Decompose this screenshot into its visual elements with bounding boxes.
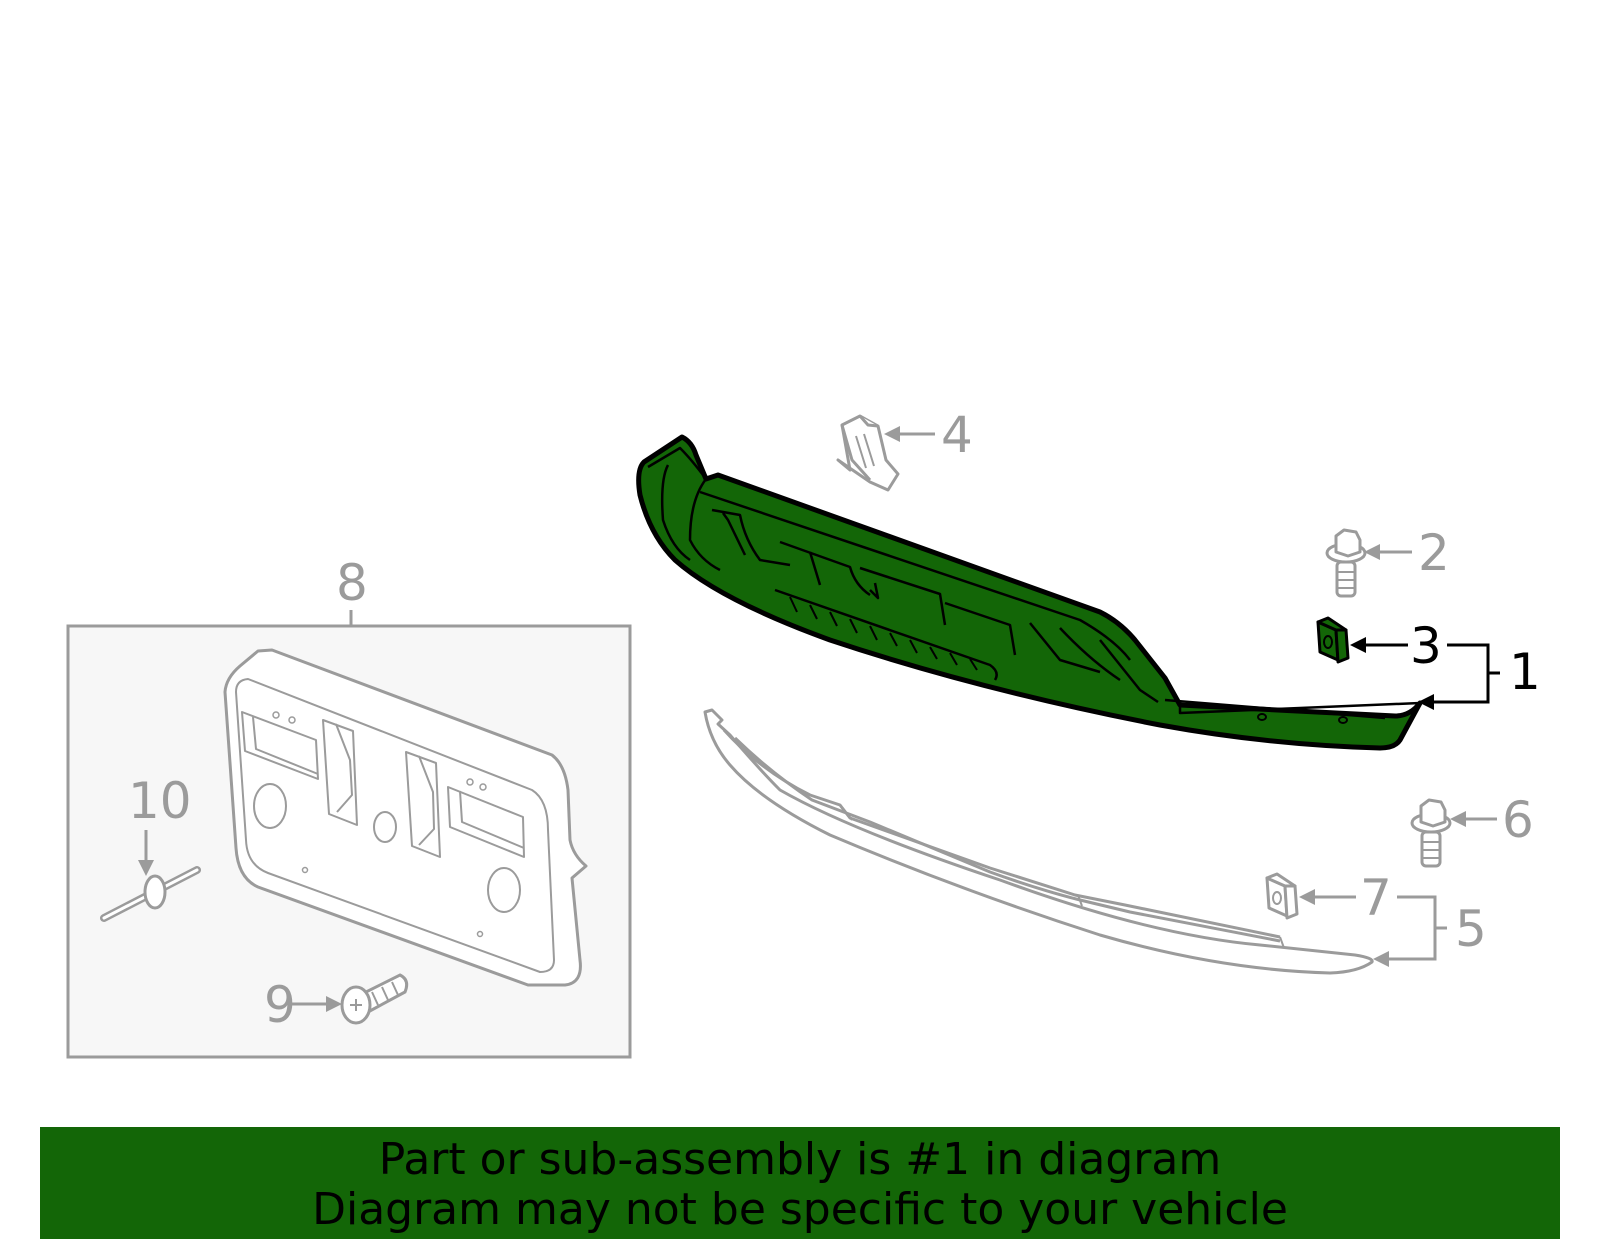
bracket-leader-5 <box>1389 895 1447 961</box>
callout-label-1[interactable]: 1 <box>1509 643 1541 701</box>
leader-arrow-6 <box>1450 811 1497 827</box>
callout-label-7[interactable]: 7 <box>1360 869 1392 927</box>
callout-label-5[interactable]: 5 <box>1455 900 1487 958</box>
leader-arrow-2 <box>1364 544 1412 560</box>
clip-part-4-icon[interactable] <box>836 414 900 492</box>
bolt-part-6-icon[interactable] <box>1410 798 1452 868</box>
leader-arrow-9 <box>290 996 342 1012</box>
arrowhead-1 <box>1418 694 1434 710</box>
license-plate-bracket-icon[interactable] <box>223 648 588 987</box>
callout-label-9[interactable]: 9 <box>264 976 296 1034</box>
callout-label-6[interactable]: 6 <box>1502 791 1534 849</box>
leader-arrow-7 <box>1299 889 1356 905</box>
screw-icon[interactable] <box>340 973 409 1025</box>
diagram-notice-banner: Part or sub-assembly is #1 in diagram Di… <box>40 1127 1560 1239</box>
leader-arrow-10 <box>138 830 154 876</box>
callout-label-10[interactable]: 10 <box>128 772 192 830</box>
lower-valance-part-1-icon[interactable] <box>636 434 1423 751</box>
leader-arrow-3 <box>1350 637 1408 653</box>
leader-arrow-4 <box>884 426 935 442</box>
lower-trim-part-5-icon[interactable] <box>703 708 1374 975</box>
u-nut-part-7-icon[interactable] <box>1265 872 1299 920</box>
callout-label-2[interactable]: 2 <box>1418 524 1450 582</box>
u-nut-part-3-icon[interactable] <box>1316 616 1350 664</box>
banner-line-disclaimer: Diagram may not be specific to your vehi… <box>312 1184 1288 1235</box>
callout-label-8[interactable]: 8 <box>336 554 368 612</box>
bracket-leader-1 <box>1434 643 1500 704</box>
push-rivet-icon[interactable] <box>100 866 201 922</box>
arrowhead-5 <box>1373 951 1389 967</box>
callout-label-3[interactable]: 3 <box>1410 617 1442 675</box>
banner-line-part-number: Part or sub-assembly is #1 in diagram <box>378 1134 1222 1185</box>
bolt-part-2-icon[interactable] <box>1325 528 1367 598</box>
callout-label-4[interactable]: 4 <box>941 406 973 464</box>
